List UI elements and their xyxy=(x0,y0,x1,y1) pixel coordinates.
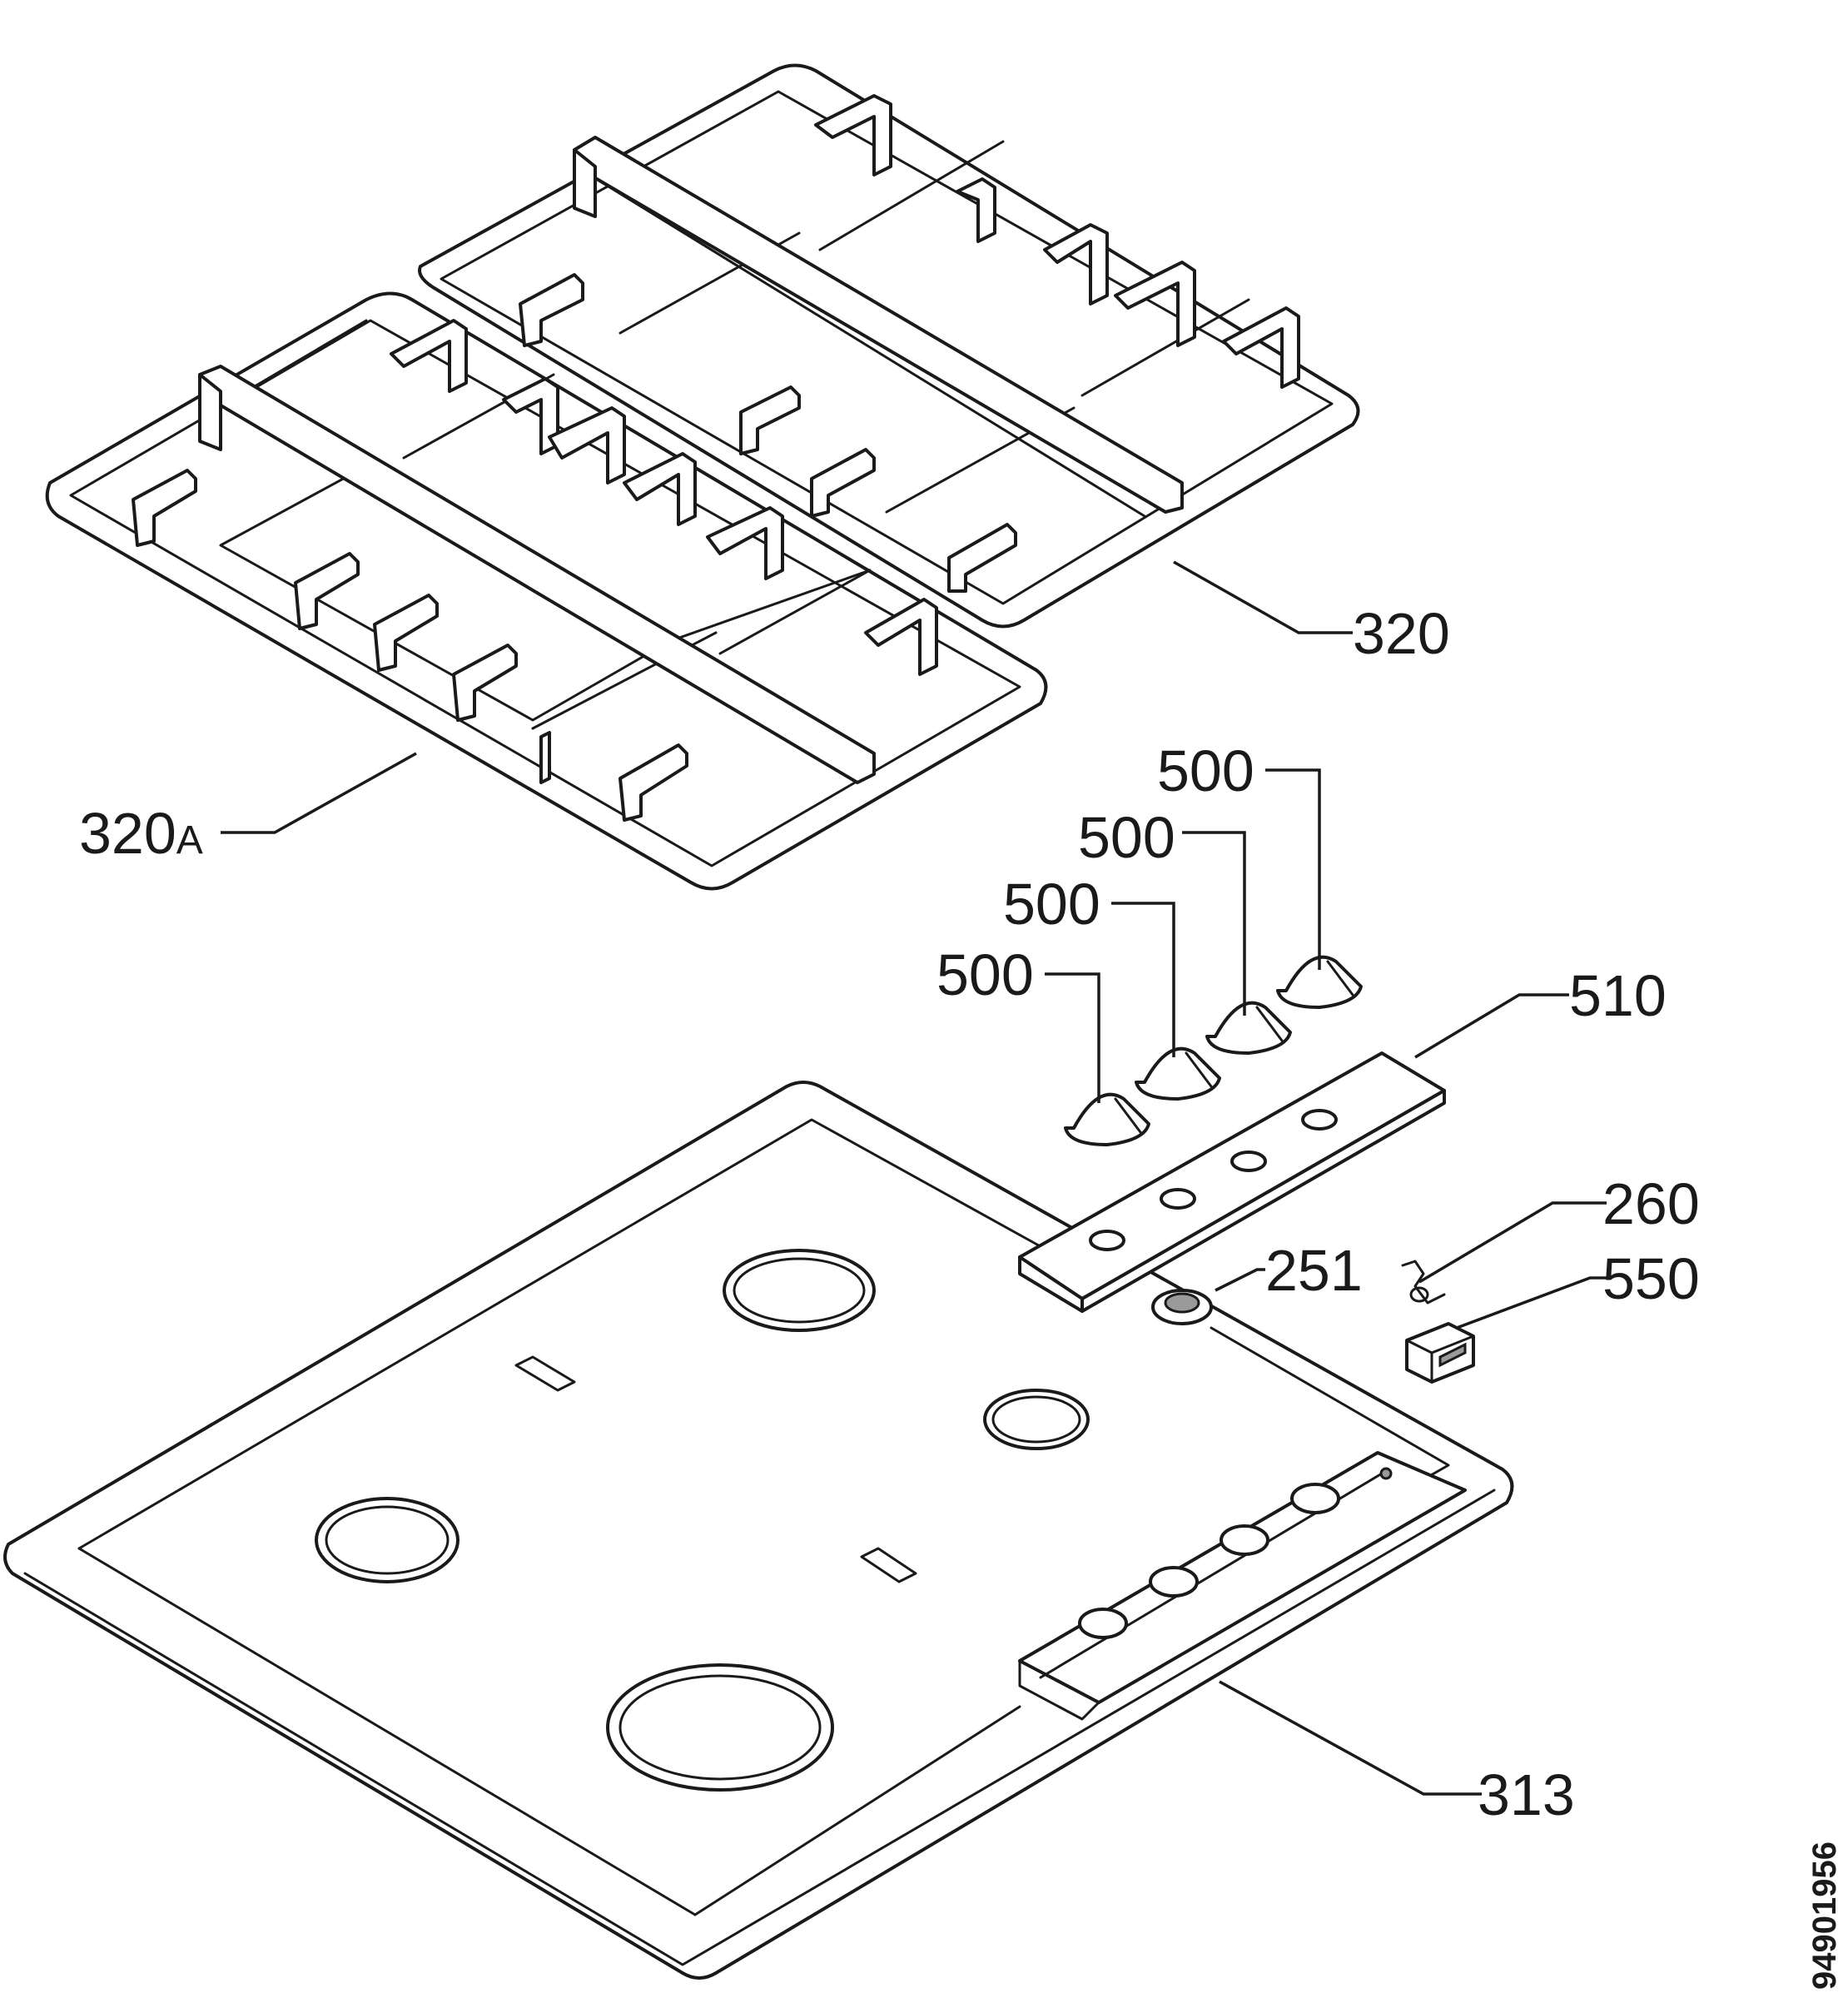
control-knobs xyxy=(1064,955,1363,1146)
label-320: 320 xyxy=(1353,601,1450,666)
label-251: 251 xyxy=(1265,1238,1363,1303)
document-number: 94901956 xyxy=(1806,1841,1843,1990)
leader-lines xyxy=(221,560,1607,1796)
control-panel xyxy=(1018,1051,1446,1313)
label-320A-suffix: A xyxy=(176,818,203,862)
spring-clip xyxy=(1401,1260,1446,1305)
label-500-front: 500 xyxy=(936,942,1034,1007)
label-320A: 320A xyxy=(79,801,203,866)
pan-support-grid-left xyxy=(45,291,1048,891)
label-510: 510 xyxy=(1569,963,1667,1028)
label-500-third: 500 xyxy=(1078,805,1175,870)
label-260: 260 xyxy=(1602,1171,1700,1236)
label-550: 550 xyxy=(1602,1246,1700,1311)
gas-tap-grommet xyxy=(1151,1289,1213,1325)
hob-top-plate xyxy=(3,1081,1514,1980)
label-500-second: 500 xyxy=(1003,872,1100,937)
ignition-connector xyxy=(1405,1322,1475,1384)
pan-support-grid-right xyxy=(418,63,1360,629)
label-500-rear: 500 xyxy=(1157,738,1254,803)
label-320A-number: 320 xyxy=(79,801,176,866)
label-313: 313 xyxy=(1478,1762,1575,1827)
